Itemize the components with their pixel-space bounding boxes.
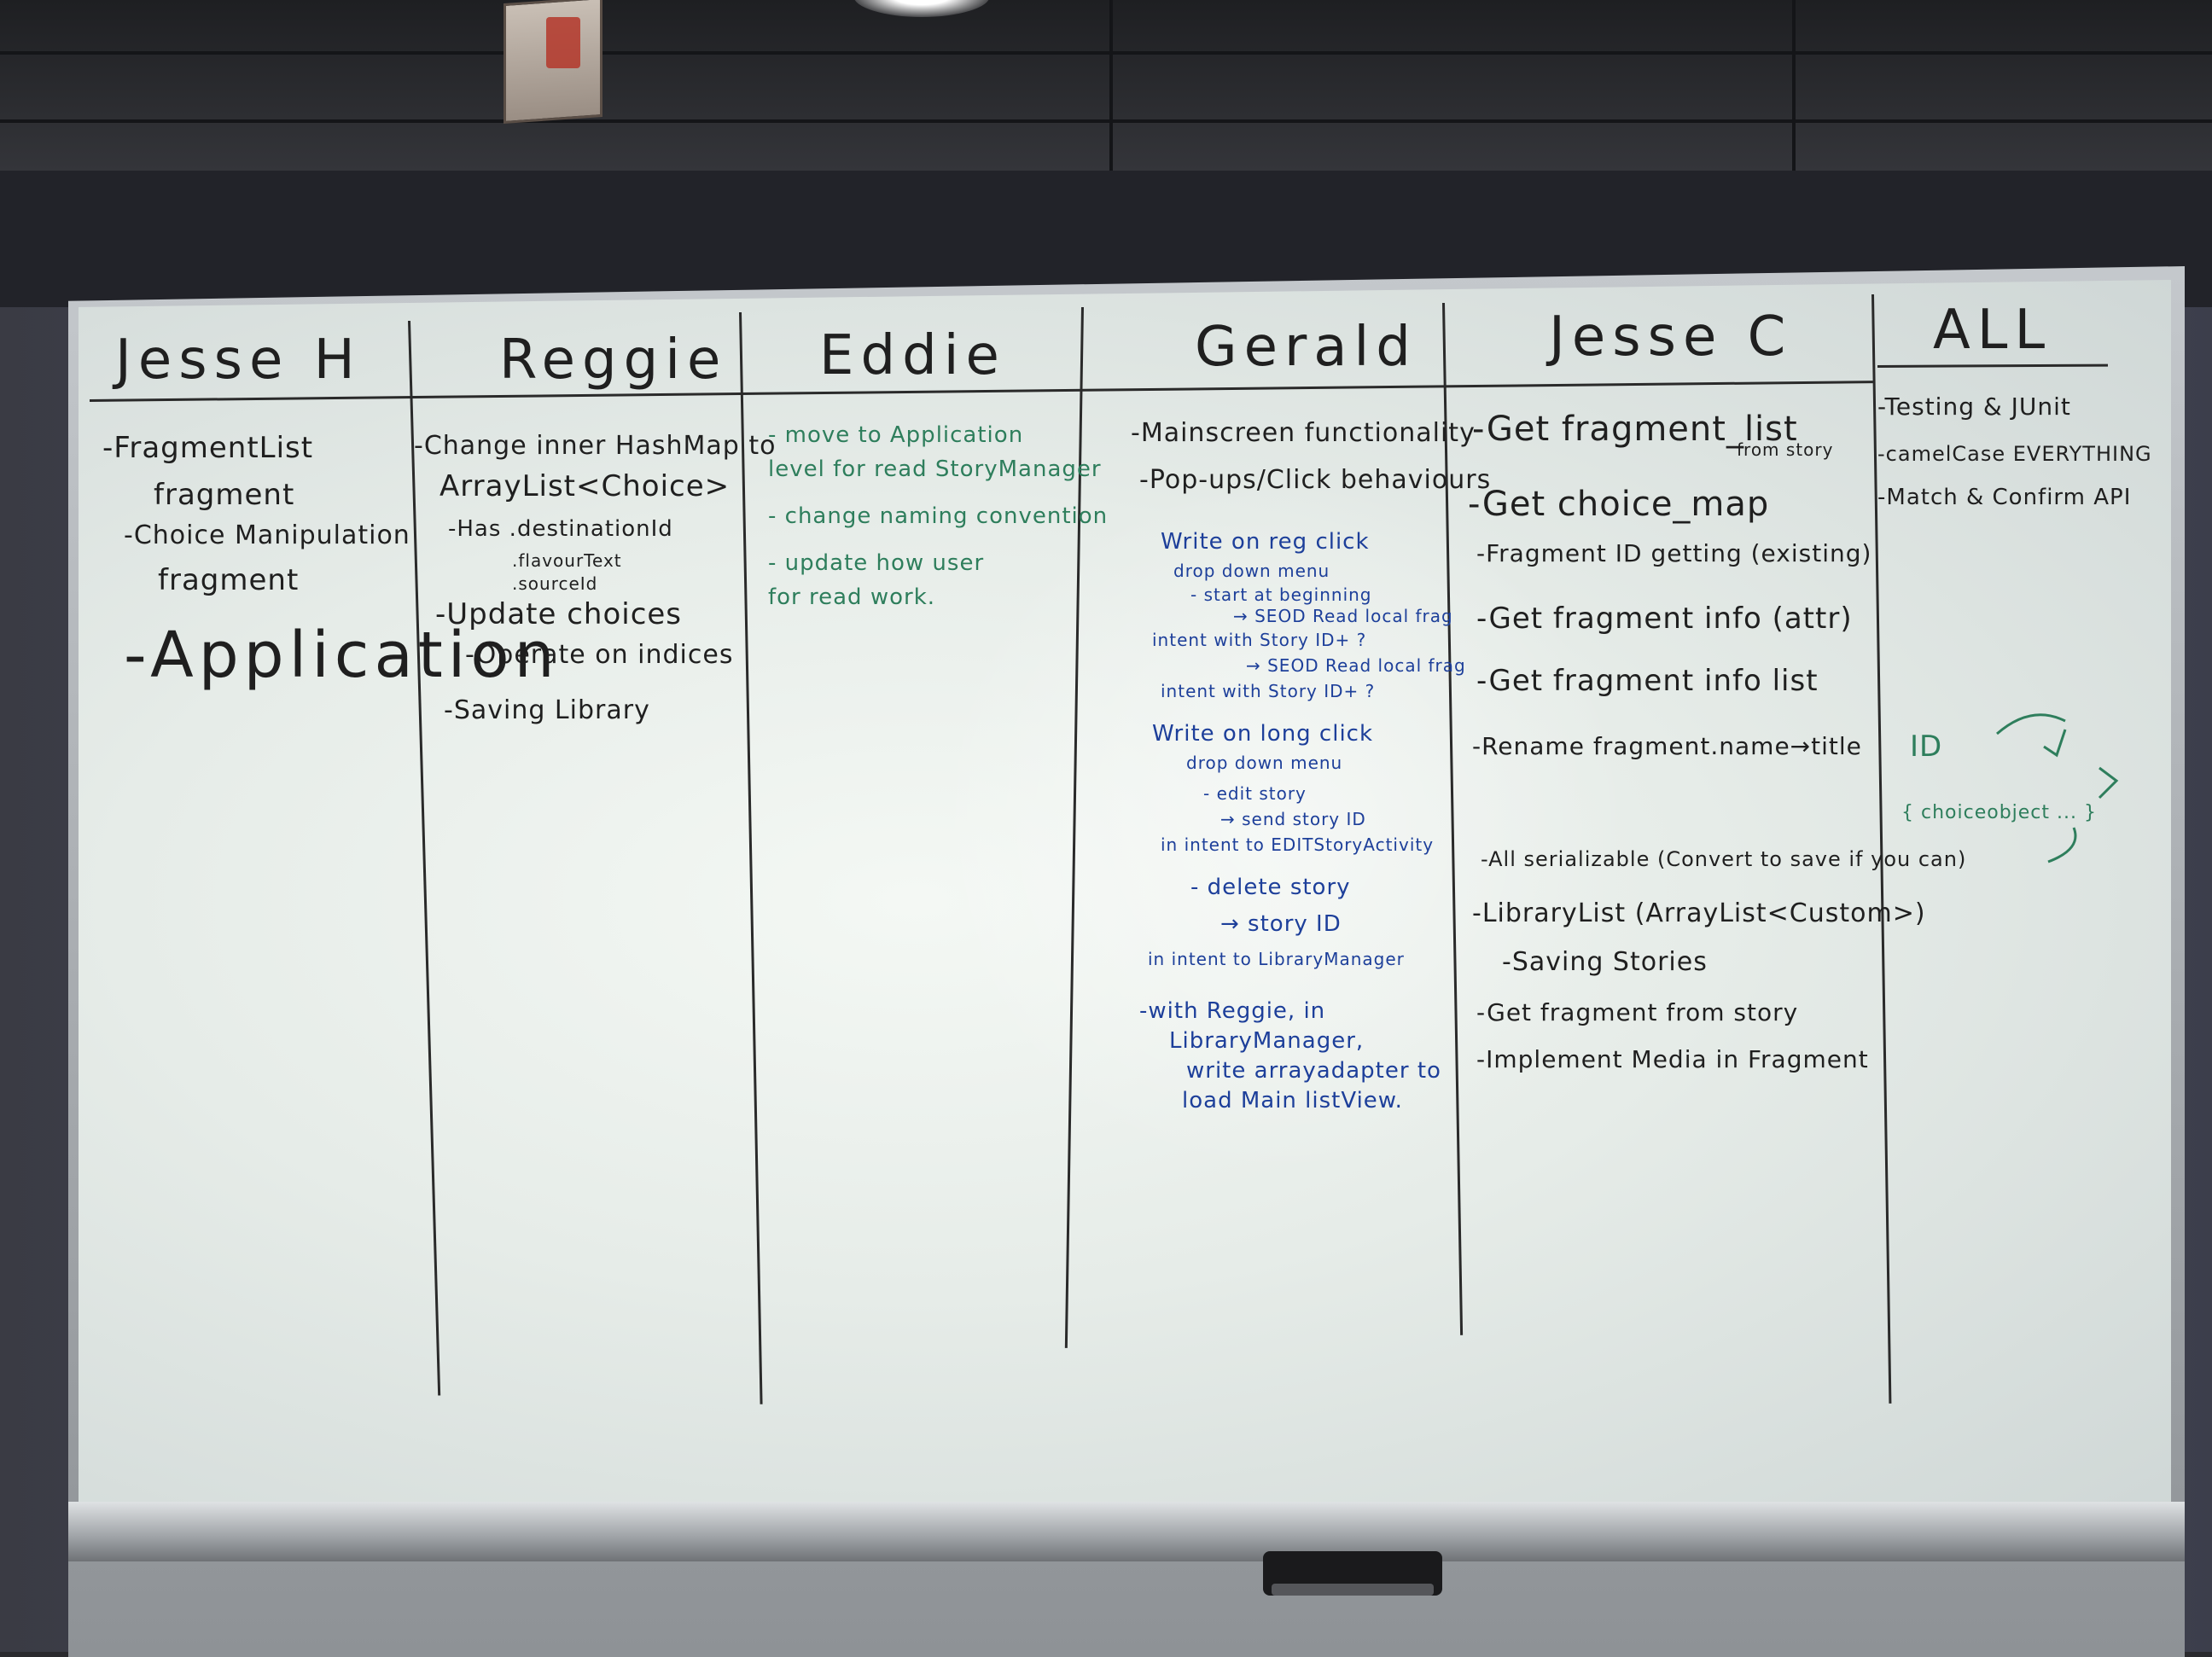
ceiling-light	[853, 0, 990, 17]
list-item: -Get fragment_list	[1472, 410, 1798, 449]
list-item: ID	[1910, 730, 1943, 764]
list-item: -Pop-ups/Click behaviours	[1139, 465, 1492, 495]
list-item: fragment	[154, 478, 295, 512]
list-item: -Mainscreen functionality	[1131, 418, 1476, 448]
list-item: -Saving Stories	[1502, 947, 1708, 977]
list-item: { choiceobject ... }	[1901, 802, 2097, 823]
list-item: -Rename fragment.name→title	[1472, 732, 1862, 760]
list-item: → send story ID	[1220, 809, 1366, 829]
column-header: Gerald	[1195, 316, 1417, 379]
list-item: load Main listView.	[1182, 1088, 1403, 1113]
list-item: from story	[1737, 439, 1834, 460]
list-item: intent with Story ID+ ?	[1152, 630, 1367, 650]
ceiling-grid-line	[0, 51, 2212, 55]
ceiling-grid-line	[1109, 0, 1113, 171]
column-header: Jesse C	[1549, 305, 1793, 369]
list-item: - start at beginning	[1190, 584, 1372, 605]
list-item: - edit story	[1203, 783, 1307, 804]
list-item: - update how user	[768, 550, 985, 576]
column-header: Reggie	[499, 328, 728, 392]
list-item: -LibraryList (ArrayList<Custom>)	[1472, 898, 1926, 928]
list-item: -Match & Confirm API	[1877, 485, 2132, 510]
list-item: level for read StoryManager	[768, 456, 1102, 482]
list-item: - move to Application	[768, 422, 1024, 448]
column-header: Jesse H	[115, 328, 362, 392]
list-item: Write on long click	[1152, 721, 1374, 747]
list-item: -camelCase EVERYTHING	[1877, 442, 2152, 466]
list-item: -Has .destinationId	[448, 516, 673, 542]
list-item: drop down menu	[1173, 561, 1330, 581]
list-item: -All serializable (Convert to save if yo…	[1481, 847, 1967, 871]
whiteboard	[79, 280, 2171, 1521]
list-item: .flavourText	[512, 550, 622, 571]
marker-tray	[68, 1502, 2185, 1561]
list-item: -FragmentList	[102, 431, 314, 465]
list-item: ArrayList<Choice>	[439, 469, 731, 503]
list-item: drop down menu	[1186, 753, 1343, 773]
eraser-felt	[1272, 1584, 1434, 1596]
list-item: - delete story	[1190, 875, 1351, 900]
list-item: -with Reggie, in	[1139, 998, 1326, 1024]
ceiling-grid-line	[1792, 0, 1796, 171]
exit-sign-lettering	[546, 17, 580, 68]
list-item: - change naming convention	[768, 503, 1109, 529]
list-item: LibraryManager,	[1169, 1028, 1365, 1054]
column-header: Eddie	[819, 324, 1006, 387]
list-item: -Operate on indices	[465, 640, 734, 670]
list-item: -Update choices	[435, 597, 683, 631]
list-item: intent with Story ID+ ?	[1161, 681, 1376, 701]
list-item: → SEOD Read local frag	[1233, 606, 1453, 626]
list-item: -Fragment ID getting (existing)	[1476, 539, 1872, 567]
list-item: write arrayadapter to	[1186, 1058, 1441, 1084]
list-item: -Application	[124, 619, 560, 692]
column-header: ALL	[1933, 299, 2052, 362]
list-item: → SEOD Read local frag	[1246, 655, 1466, 676]
list-item: in intent to EDITStoryActivity	[1161, 834, 1435, 855]
list-item: for read work.	[768, 584, 936, 610]
ceiling-grid-line	[0, 119, 2212, 123]
list-item: -Get fragment info (attr)	[1476, 602, 1853, 636]
list-item: Write on reg click	[1161, 529, 1370, 555]
list-item: -Get fragment from story	[1476, 998, 1799, 1026]
list-item: -Change inner HashMap to	[414, 431, 777, 461]
list-item: .sourceId	[512, 573, 598, 594]
list-item: -Testing & JUnit	[1877, 392, 2071, 421]
list-item: → story ID	[1220, 911, 1342, 937]
list-item: -Get fragment info list	[1476, 664, 1819, 698]
list-item: -Implement Media in Fragment	[1476, 1045, 1869, 1073]
list-item: in intent to LibraryManager	[1148, 949, 1405, 969]
list-item: -Choice Manipulation	[124, 520, 410, 550]
list-item: -Get choice_map	[1468, 485, 1770, 524]
list-item: fragment	[158, 563, 300, 597]
board-glare	[896, 444, 1664, 1212]
list-item: -Saving Library	[444, 695, 650, 725]
ceiling	[0, 0, 2212, 171]
arrow-annotation	[1996, 713, 2119, 863]
